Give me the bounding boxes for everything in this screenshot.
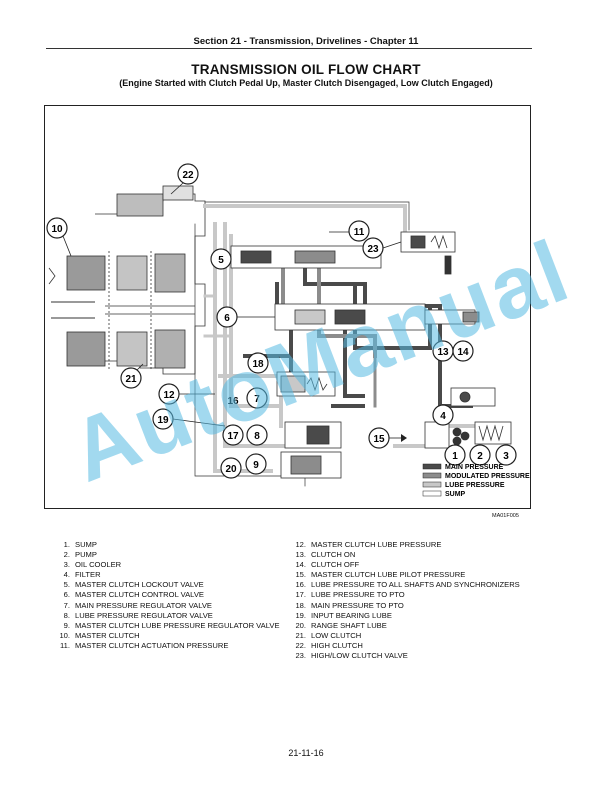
legend-item: 2.PUMP: [63, 550, 97, 560]
page-number: 21-11-16: [288, 748, 324, 758]
svg-text:23: 23: [367, 244, 379, 255]
callout-4: 4: [432, 404, 454, 426]
callout-6: 6: [216, 306, 238, 328]
legend-item: 23.HIGH/LOW CLUTCH VALVE: [295, 651, 408, 661]
svg-text:18: 18: [252, 359, 264, 370]
legend-item: 10.MASTER CLUTCH: [59, 630, 140, 640]
callout-21: 21: [120, 367, 142, 389]
legend-item: 19.INPUT BEARING LUBE: [295, 610, 392, 620]
legend-item: 15.MASTER CLUTCH LUBE PILOT PRESSURE: [295, 570, 466, 580]
legend-item: 16.LUBE PRESSURE TO ALL SHAFTS AND SYNCH…: [295, 580, 520, 590]
legend-label-sump: SUMP: [445, 491, 466, 498]
legend-item: 7.MAIN PRESSURE REGULATOR VALVE: [63, 600, 213, 610]
callout-2: 2: [469, 444, 491, 466]
legend-item: 13.CLUTCH ON: [295, 550, 356, 560]
svg-text:10: 10: [51, 224, 63, 235]
svg-text:11: 11: [354, 227, 365, 238]
svg-text:20: 20: [225, 464, 237, 475]
legend-label-modulated: MODULATED PRESSURE: [445, 473, 530, 480]
svg-text:1: 1: [452, 451, 458, 462]
legend-label-main: MAIN PRESSURE: [445, 464, 504, 471]
legend-swatch-main: [422, 463, 442, 470]
svg-text:7: 7: [254, 394, 260, 405]
parts-legend-left: 1.SUMP 2.PUMP 3.OIL COOLER 4.FILTER 5.MA…: [56, 540, 286, 651]
callout-16: 16: [227, 396, 239, 407]
svg-text:13: 13: [437, 347, 449, 358]
flow-legend: MAIN PRESSURE MODULATED PRESSURE LUBE PR…: [422, 463, 530, 498]
header-rule: [46, 48, 532, 49]
legend-item: 22.HIGH CLUTCH: [295, 640, 363, 650]
legend-item: 9.MASTER CLUTCH LUBE PRESSURE REGULATOR …: [63, 620, 280, 630]
parts-legend-right: 12.MASTER CLUTCH LUBE PRESSURE 13.CLUTCH…: [292, 540, 552, 661]
callout-18: 18: [247, 352, 269, 374]
callout-3: 3: [495, 444, 517, 466]
oil-flow-diagram: 22 10 11 23 5 6 18 13 14 21 12 16 7 19 4…: [44, 105, 531, 509]
valve-bodies: [230, 231, 512, 479]
svg-text:17: 17: [227, 431, 239, 442]
figure-id: MA01F005: [492, 513, 519, 519]
svg-text:6: 6: [224, 313, 230, 324]
svg-text:4: 4: [440, 411, 446, 422]
callout-1: 1: [444, 444, 466, 466]
svg-text:2: 2: [477, 451, 483, 462]
callout-10: 10: [46, 217, 68, 239]
svg-text:22: 22: [182, 170, 194, 181]
callout-15: 15: [368, 427, 390, 449]
diagram-callouts: 22 10 11 23 5 6 18 13 14 21 12 16 7 19 4…: [46, 163, 517, 479]
callout-20: 20: [220, 457, 242, 479]
svg-text:19: 19: [157, 415, 169, 426]
legend-item: 8.LUBE PRESSURE REGULATOR VALVE: [63, 610, 213, 620]
section-header: Section 21 - Transmission, Drivelines - …: [193, 36, 419, 47]
transmission-cutaway: [48, 185, 206, 375]
legend-item: 3.OIL COOLER: [63, 560, 122, 570]
callout-8: 8: [246, 424, 268, 446]
legend-item: 11.MASTER CLUTCH ACTUATION PRESSURE: [60, 640, 229, 650]
page-title: TRANSMISSION OIL FLOW CHART: [191, 62, 421, 77]
callout-23: 23: [362, 237, 384, 259]
callout-13: 13: [432, 340, 454, 362]
legend-item: 14.CLUTCH OFF: [295, 560, 360, 570]
callout-19: 19: [152, 408, 174, 430]
svg-text:21: 21: [125, 374, 137, 385]
callout-5: 5: [210, 248, 232, 270]
legend-swatch-sump: [422, 490, 442, 497]
callout-12: 12: [158, 383, 180, 405]
legend-item: 18.MAIN PRESSURE TO PTO: [295, 600, 404, 610]
legend-item: 17.LUBE PRESSURE TO PTO: [295, 590, 405, 600]
legend-item: 12.MASTER CLUTCH LUBE PRESSURE: [295, 540, 442, 549]
page-subtitle: (Engine Started with Clutch Pedal Up, Ma…: [119, 78, 493, 88]
svg-text:5: 5: [218, 255, 224, 266]
callout-9: 9: [245, 453, 267, 475]
svg-text:8: 8: [254, 431, 260, 442]
callout-14: 14: [452, 340, 474, 362]
legend-label-lube: LUBE PRESSURE: [445, 482, 505, 489]
svg-text:16: 16: [227, 396, 239, 407]
svg-text:14: 14: [457, 347, 469, 358]
callout-17: 17: [222, 424, 244, 446]
legend-swatch-modulated: [422, 472, 442, 479]
legend-item: 4.FILTER: [63, 570, 101, 580]
svg-text:3: 3: [503, 451, 509, 462]
callout-11: 11: [348, 220, 370, 242]
legend-item: 20.RANGE SHAFT LUBE: [295, 620, 387, 630]
svg-text:12: 12: [163, 390, 175, 401]
callout-7: 7: [246, 387, 268, 409]
callout-22: 22: [177, 163, 199, 185]
svg-text:9: 9: [253, 460, 259, 471]
legend-item: 1.SUMP: [63, 540, 97, 549]
svg-text:15: 15: [373, 434, 385, 445]
legend-item: 6.MASTER CLUTCH CONTROL VALVE: [63, 590, 204, 600]
legend-item: 5.MASTER CLUTCH LOCKOUT VALVE: [63, 580, 204, 590]
legend-swatch-lube: [422, 481, 442, 488]
legend-item: 21.LOW CLUTCH: [295, 630, 362, 640]
